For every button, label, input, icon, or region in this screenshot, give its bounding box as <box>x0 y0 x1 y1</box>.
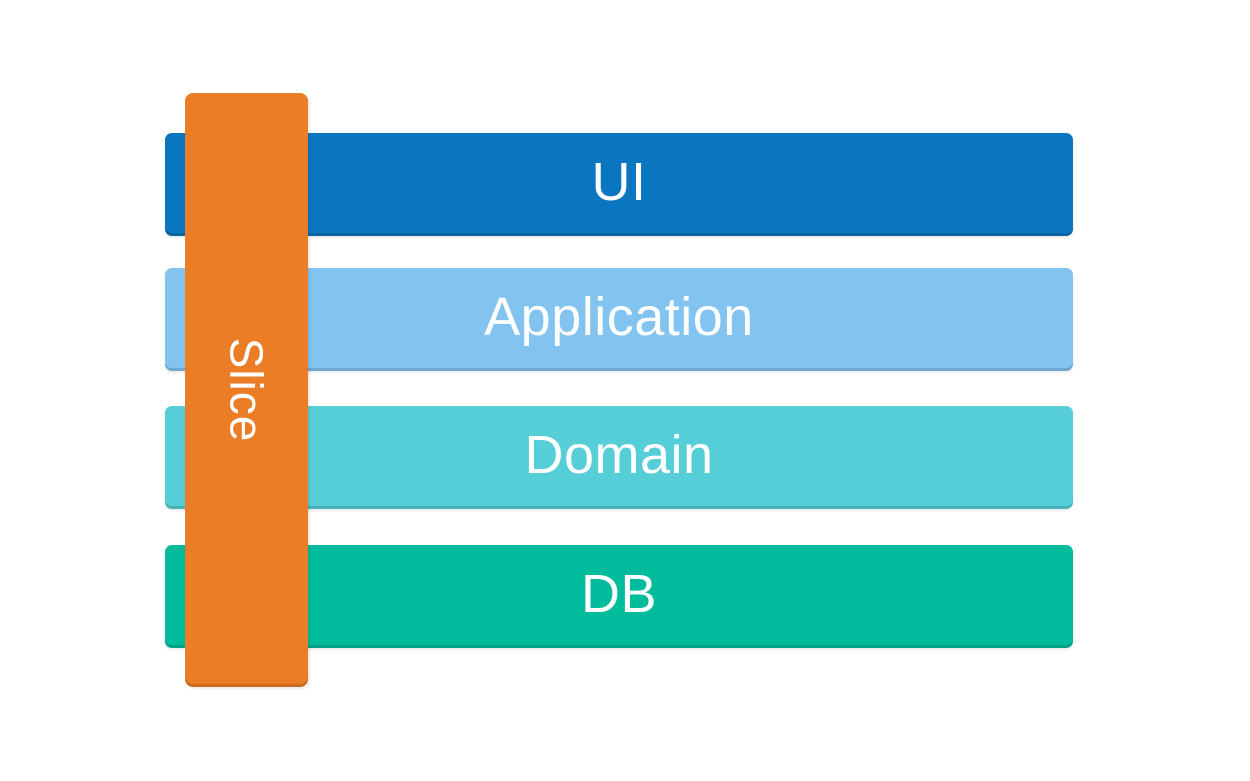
layer-bar-ui: UI <box>165 133 1073 236</box>
layer-bar-application: Application <box>165 268 1073 371</box>
layer-label-domain: Domain <box>524 424 714 485</box>
layer-bar-domain: Domain <box>165 406 1073 509</box>
layer-label-db: DB <box>580 563 657 624</box>
layer-bar-db: DB <box>165 545 1073 648</box>
layer-label-application: Application <box>484 286 754 347</box>
layer-label-ui: UI <box>591 151 647 212</box>
slice-label: Slice <box>220 337 273 443</box>
slice-bar: Slice <box>185 93 308 687</box>
